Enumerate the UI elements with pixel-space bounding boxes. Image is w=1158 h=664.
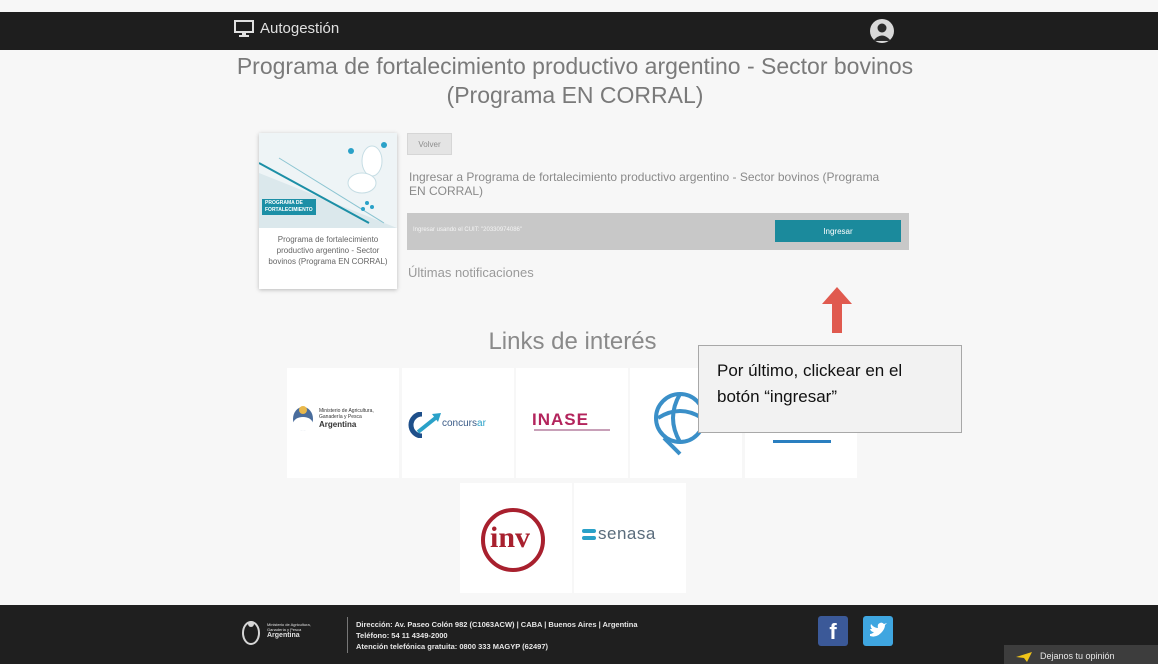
partner-logo-bar xyxy=(773,440,831,443)
top-bar: Autogestión xyxy=(0,12,1158,50)
program-card[interactable]: PROGRAMA DE FORTALECIMIENTO Programa de … xyxy=(259,133,397,289)
badge-line: FORTALECIMIENTO xyxy=(265,207,313,213)
notifications-heading: Últimas notificaciones xyxy=(408,265,534,280)
concursar-wordmark-part: concurs xyxy=(442,418,478,429)
link-inase[interactable]: INASE xyxy=(516,368,628,478)
badge-line: PROGRAMA DE xyxy=(265,200,303,206)
login-cuit-text: Ingresar usando el CUIT: "20330974086" xyxy=(413,227,522,233)
footer-logo-line: Argentina xyxy=(267,632,300,639)
user-avatar-icon[interactable] xyxy=(870,19,894,43)
footer: Ministerio de Agricultura, Ganadería y P… xyxy=(0,605,1158,664)
facebook-icon[interactable]: f xyxy=(818,616,848,646)
footer-divider xyxy=(347,617,348,653)
coat-of-arms-icon xyxy=(293,406,313,431)
callout-text: Por último, clickear en el botón “ingres… xyxy=(717,361,903,406)
footer-contact: Dirección: Av. Paseo Colón 982 (C1063ACW… xyxy=(356,619,638,652)
links-title: Links de interés xyxy=(488,328,657,355)
concursar-wordmark-part: ar xyxy=(477,418,486,429)
monitor-icon xyxy=(234,20,254,37)
brand-link[interactable]: Autogestión xyxy=(234,20,339,37)
coat-of-arms-icon xyxy=(242,621,260,645)
login-bar: Ingresar usando el CUIT: "20330974086" I… xyxy=(407,213,909,250)
link-ministerio[interactable]: Ministerio de Agricultura, Ganadería y P… xyxy=(287,368,399,478)
inase-wordmark: INASE xyxy=(532,410,589,429)
footer-logo-line: Ministerio de Agricultura, xyxy=(267,622,311,627)
inv-wordmark: inv xyxy=(490,521,531,554)
arrow-up-icon xyxy=(821,287,853,333)
inase-logo-icon xyxy=(530,412,614,431)
link-senasa[interactable]: senasa xyxy=(574,483,686,593)
footer-ministerio-logo: Ministerio de Agricultura, Ganadería y P… xyxy=(241,617,341,647)
footer-address: Dirección: Av. Paseo Colón 982 (C1063ACW… xyxy=(356,620,638,629)
footer-logo-line: Ganadería y Pesca xyxy=(267,627,302,632)
concursar-logo-icon xyxy=(408,412,441,438)
feedback-button[interactable]: Dejanos tu opinión xyxy=(1004,645,1158,664)
ministerio-line: Argentina xyxy=(319,420,357,429)
footer-phone: Teléfono: 54 11 4349-2000 xyxy=(356,631,448,640)
link-inv[interactable]: inv xyxy=(460,483,572,593)
program-card-caption: Programa de fortalecimiento productivo a… xyxy=(268,235,388,266)
instruction-callout: Por último, clickear en el botón “ingres… xyxy=(698,345,962,433)
brand-label: Autogestión xyxy=(260,20,340,37)
program-illustration: PROGRAMA DE FORTALECIMIENTO xyxy=(259,133,397,228)
page-title: Programa de fortalecimiento productivo a… xyxy=(236,53,914,108)
feedback-label: Dejanos tu opinión xyxy=(1040,651,1115,661)
senasa-wordmark: senasa xyxy=(598,524,656,543)
enter-button[interactable]: Ingresar xyxy=(775,220,901,242)
twitter-icon[interactable] xyxy=(863,616,893,646)
send-icon xyxy=(1016,652,1032,662)
concursar-wordmark: concursar xyxy=(442,418,486,429)
link-concursar[interactable]: concursar xyxy=(402,368,514,478)
footer-toll-free: Atención telefónica gratuita: 0800 333 M… xyxy=(356,642,549,651)
inv-logo-icon xyxy=(481,508,545,572)
senasa-logo-icon xyxy=(582,529,596,540)
program-badge: PROGRAMA DE FORTALECIMIENTO xyxy=(262,199,316,215)
enter-heading: Ingresar a Programa de fortalecimiento p… xyxy=(409,170,880,198)
ministerio-line: Ministerio de Agricultura, xyxy=(319,408,374,414)
ministerio-line: Ganadería y Pesca xyxy=(319,414,362,420)
back-button[interactable]: Volver xyxy=(407,133,452,155)
